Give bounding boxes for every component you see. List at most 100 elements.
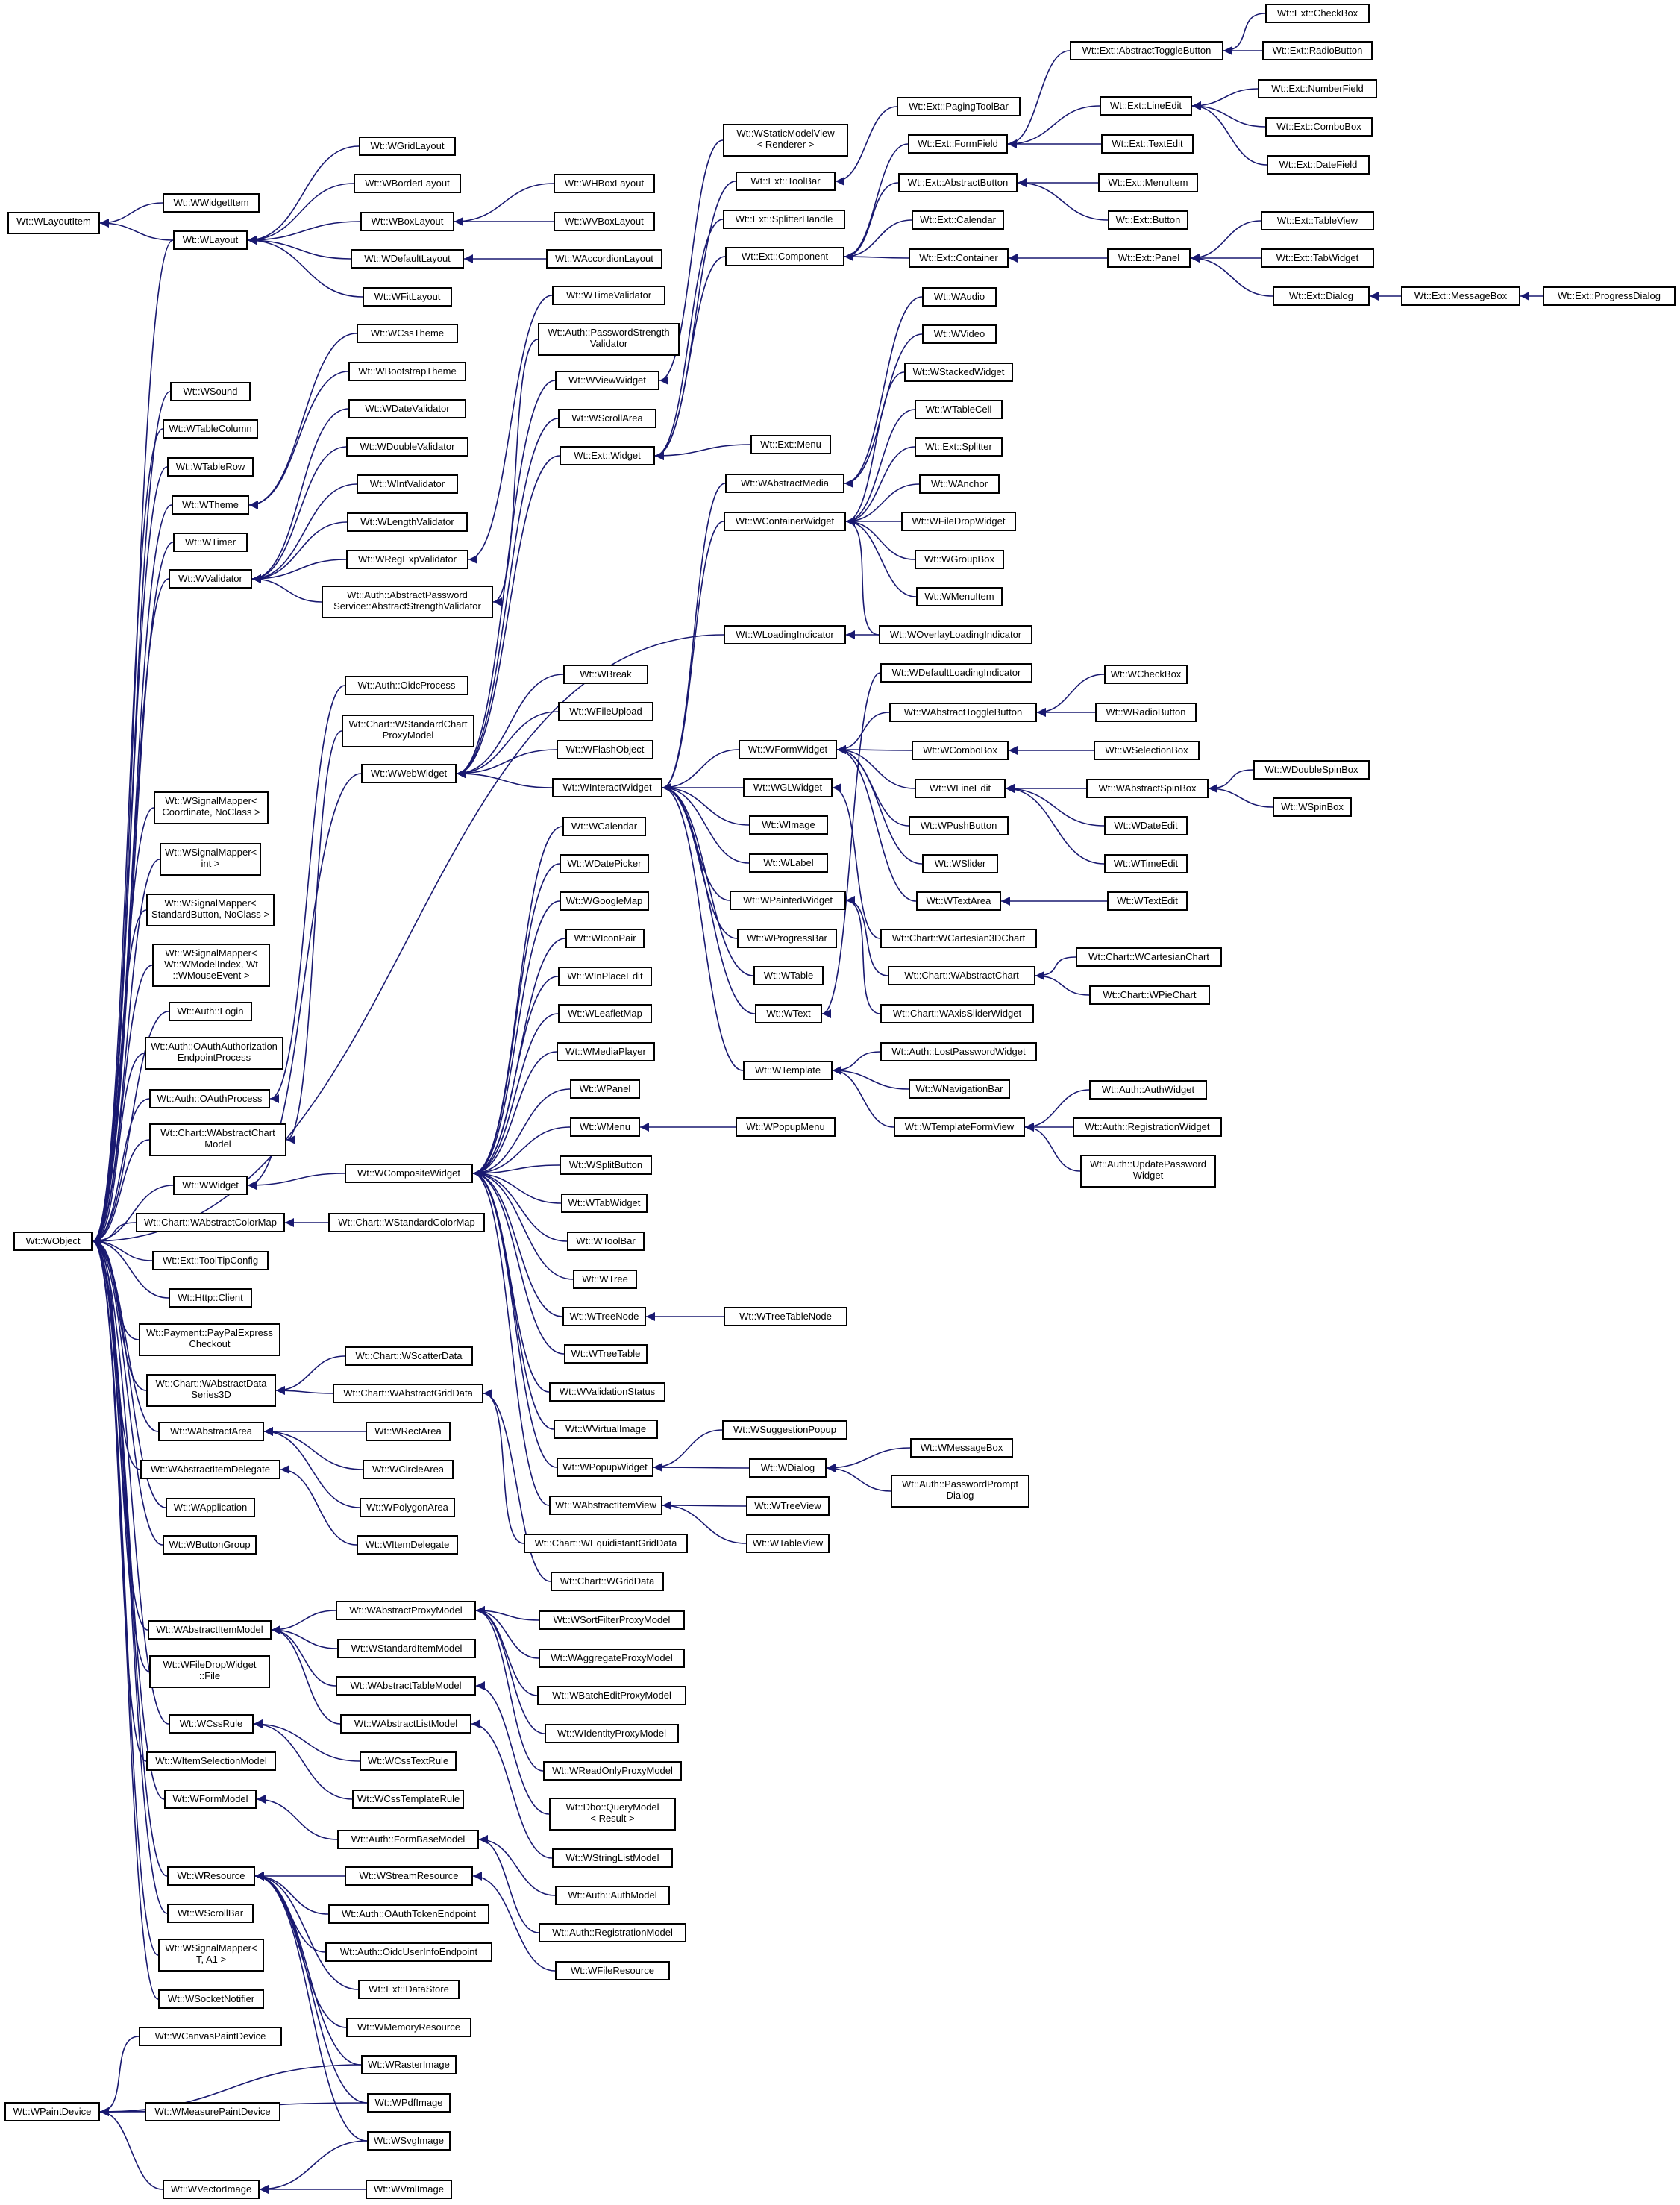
class-node-wspin-box[interactable]: Wt::WSpinBox [1273,797,1352,817]
class-node-wmenu[interactable]: Wt::WMenu [570,1117,640,1137]
class-node-auth-oidc-user-info-endpoint[interactable]: Wt::Auth::OidcUserInfoEndpoint [325,1942,492,1962]
class-node-wresource[interactable]: Wt::WResource [167,1866,255,1886]
class-node-payment-pay-pal-express-checkout[interactable]: Wt::Payment::PayPalExpress Checkout [139,1323,280,1356]
class-node-wdouble-spin-box[interactable]: Wt::WDoubleSpinBox [1253,760,1370,780]
class-node-auth-auth-widget[interactable]: Wt::Auth::AuthWidget [1089,1080,1207,1100]
class-node-wwidget[interactable]: Wt::WWidget [173,1176,248,1195]
class-node-wabstract-media[interactable]: Wt::WAbstractMedia [725,474,844,493]
class-node-ext-menu[interactable]: Wt::Ext::Menu [750,435,831,454]
class-node-wmedia-player[interactable]: Wt::WMediaPlayer [557,1042,655,1061]
class-node-wfile-drop-widget[interactable]: Wt::WFileDropWidget [901,512,1016,531]
class-node-ext-calendar[interactable]: Wt::Ext::Calendar [912,210,1004,230]
class-node-wcss-text-rule[interactable]: Wt::WCssTextRule [360,1751,457,1771]
class-node-wstatic-model-view[interactable]: Wt::WStaticModelView < Renderer > [723,124,848,157]
class-node-wtheme[interactable]: Wt::WTheme [172,495,249,515]
class-node-wcombo-box[interactable]: Wt::WComboBox [912,741,1009,760]
class-node-wmemory-resource[interactable]: Wt::WMemoryResource [346,2018,471,2037]
class-node-witem-delegate[interactable]: Wt::WItemDelegate [357,1535,458,1555]
class-node-auth-lost-password-widget[interactable]: Wt::Auth::LostPasswordWidget [880,1042,1037,1061]
class-node-wbreak[interactable]: Wt::WBreak [563,665,648,684]
class-node-wrect-area[interactable]: Wt::WRectArea [366,1422,451,1441]
class-node-wfit-layout[interactable]: Wt::WFitLayout [363,287,452,307]
class-node-password-strength-validator[interactable]: Wt::Auth::PasswordStrength Validator [538,323,680,356]
class-node-wtable-view[interactable]: Wt::WTableView [746,1534,830,1553]
class-node-wvbox-layout[interactable]: Wt::WVBoxLayout [554,212,655,231]
class-node-wselection-box[interactable]: Wt::WSelectionBox [1094,741,1200,760]
class-node-wtool-bar[interactable]: Wt::WToolBar [567,1232,645,1251]
class-node-wcalendar[interactable]: Wt::WCalendar [562,817,646,836]
class-node-wloading-indicator[interactable]: Wt::WLoadingIndicator [724,625,846,644]
class-node-chart-wscatter-data[interactable]: Wt::Chart::WScatterData [345,1346,473,1366]
class-node-wcheck-box[interactable]: Wt::WCheckBox [1104,665,1188,684]
class-node-ext-button[interactable]: Wt::Ext::Button [1108,210,1188,230]
class-node-auth-oauth-token-endpoint[interactable]: Wt::Auth::OAuthTokenEndpoint [328,1904,489,1924]
class-node-wabstract-area[interactable]: Wt::WAbstractArea [158,1422,264,1441]
class-node-wprogress-bar[interactable]: Wt::WProgressBar [737,929,837,948]
class-node-wform-model[interactable]: Wt::WFormModel [164,1790,257,1809]
class-node-chart-wabstract-chart-model[interactable]: Wt::Chart::WAbstractChart Model [149,1123,286,1156]
class-node-ext-splitter-handle[interactable]: Wt::Ext::SplitterHandle [723,210,845,229]
class-node-wpush-button[interactable]: Wt::WPushButton [909,816,1009,835]
class-node-wtree[interactable]: Wt::WTree [573,1270,637,1289]
class-node-wcircle-area[interactable]: Wt::WCircleArea [363,1460,454,1479]
class-node-auth-oauth-process[interactable]: Wt::Auth::OAuthProcess [149,1089,270,1108]
class-node-chart-wpie-chart[interactable]: Wt::Chart::WPieChart [1089,985,1210,1005]
class-node-wbox-layout[interactable]: Wt::WBoxLayout [360,212,454,231]
class-node-auth-form-base-model[interactable]: Wt::Auth::FormBaseModel [337,1830,479,1849]
class-node-wtext-edit[interactable]: Wt::WTextEdit [1107,891,1188,911]
class-node-chart-wabstract-grid-data[interactable]: Wt::Chart::WAbstractGridData [333,1384,483,1403]
class-node-wradio-button[interactable]: Wt::WRadioButton [1095,703,1197,722]
class-node-wvalidation-status[interactable]: Wt::WValidationStatus [549,1382,665,1402]
class-node-wtree-table[interactable]: Wt::WTreeTable [564,1344,648,1364]
class-node-ext-table-view[interactable]: Wt::Ext::TableView [1261,211,1374,230]
class-node-wvml-image[interactable]: Wt::WVmlImage [366,2180,452,2199]
class-node-wcomposite-widget[interactable]: Wt::WCompositeWidget [345,1164,473,1183]
class-node-wtree-view[interactable]: Wt::WTreeView [746,1496,830,1516]
class-node-wstring-list-model[interactable]: Wt::WStringListModel [552,1848,673,1868]
class-node-chart-wcartesian3dchart[interactable]: Wt::Chart::WCartesian3DChart [880,929,1037,948]
class-node-wpopup-widget[interactable]: Wt::WPopupWidget [557,1458,653,1477]
class-node-wsvg-image[interactable]: Wt::WSvgImage [367,2131,451,2151]
class-node-wbutton-group[interactable]: Wt::WButtonGroup [163,1535,257,1555]
class-node-wtemplate-form-view[interactable]: Wt::WTemplateFormView [894,1117,1025,1137]
class-node-wint-validator[interactable]: Wt::WIntValidator [357,474,458,494]
class-node-wdate-validator[interactable]: Wt::WDateValidator [348,399,466,418]
class-node-wstream-resource[interactable]: Wt::WStreamResource [345,1866,473,1886]
class-node-dbo-query-model[interactable]: Wt::Dbo::QueryModel < Result > [549,1798,676,1831]
class-node-wglwidget[interactable]: Wt::WGLWidget [743,778,833,797]
class-node-ext-progress-dialog[interactable]: Wt::Ext::ProgressDialog [1543,286,1676,306]
class-node-wgrid-layout[interactable]: Wt::WGridLayout [359,137,456,156]
class-node-wvirtual-image[interactable]: Wt::WVirtualImage [554,1420,658,1439]
class-node-wlayout[interactable]: Wt::WLayout [173,230,248,250]
class-node-wborder-layout[interactable]: Wt::WBorderLayout [354,174,461,193]
class-node-wvalidator[interactable]: Wt::WValidator [169,569,252,589]
class-node-wtable-cell[interactable]: Wt::WTableCell [915,400,1003,419]
class-node-wtime-validator[interactable]: Wt::WTimeValidator [552,286,665,305]
class-node-chart-wstandard-color-map[interactable]: Wt::Chart::WStandardColorMap [328,1213,485,1232]
class-node-wsignal-mapper5[interactable]: Wt::WSignalMapper< T, A1 > [158,1939,264,1972]
class-node-chart-waxis-slider-widget[interactable]: Wt::Chart::WAxisSliderWidget [880,1004,1034,1023]
class-node-wraster-image[interactable]: Wt::WRasterImage [361,2055,457,2074]
class-node-wabstract-item-model[interactable]: Wt::WAbstractItemModel [148,1620,272,1640]
class-node-ext-check-box[interactable]: Wt::Ext::CheckBox [1265,4,1370,23]
class-node-chart-wequidistant-grid-data[interactable]: Wt::Chart::WEquidistantGridData [524,1534,688,1553]
class-node-ext-tab-widget[interactable]: Wt::Ext::TabWidget [1261,248,1374,268]
class-node-wvector-image[interactable]: Wt::WVectorImage [163,2180,260,2199]
class-node-wpaint-device[interactable]: Wt::WPaintDevice [4,2102,100,2121]
class-node-chart-wstandard-chart-proxy-model[interactable]: Wt::Chart::WStandardChart ProxyModel [342,715,474,747]
class-node-chart-wgrid-data[interactable]: Wt::Chart::WGridData [551,1572,664,1591]
class-node-whbox-layout[interactable]: Wt::WHBoxLayout [554,174,655,193]
class-node-wcss-theme[interactable]: Wt::WCssTheme [357,324,458,343]
class-node-chart-wabstract-data-series3d[interactable]: Wt::Chart::WAbstractData Series3D [146,1374,276,1407]
class-node-wflash-object[interactable]: Wt::WFlashObject [557,740,653,759]
class-node-wcss-template-rule[interactable]: Wt::WCssTemplateRule [352,1790,464,1809]
class-node-wtimer[interactable]: Wt::WTimer [173,533,248,552]
class-node-ext-tool-bar[interactable]: Wt::Ext::ToolBar [736,172,836,191]
class-node-wdefault-loading-indicator[interactable]: Wt::WDefaultLoadingIndicator [880,663,1032,683]
class-node-wmenu-item[interactable]: Wt::WMenuItem [916,587,1003,606]
class-node-wsocket-notifier[interactable]: Wt::WSocketNotifier [158,1989,264,2009]
class-node-wtree-node[interactable]: Wt::WTreeNode [562,1307,646,1326]
class-node-ext-dialog[interactable]: Wt::Ext::Dialog [1273,286,1370,306]
class-node-widentity-proxy-model[interactable]: Wt::WIdentityProxyModel [545,1724,679,1743]
class-node-wgroup-box[interactable]: Wt::WGroupBox [915,550,1004,569]
